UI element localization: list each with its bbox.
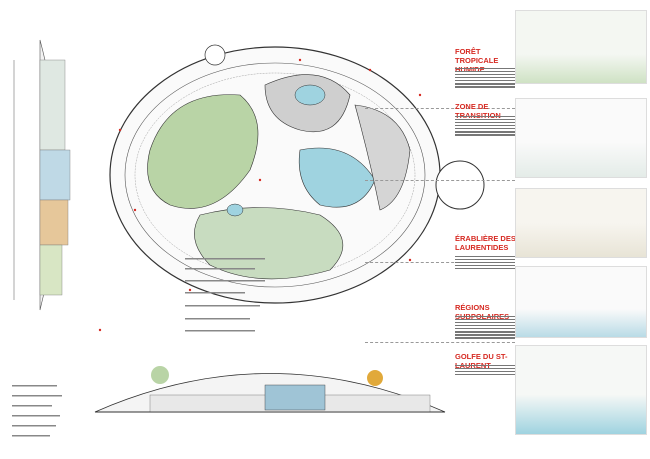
divider <box>365 108 515 109</box>
perspective-transition <box>515 98 647 178</box>
divider <box>365 262 515 263</box>
zone-title-transition: Zone de transition <box>455 102 501 120</box>
zone-description <box>455 114 515 137</box>
perspective-erabliere <box>515 188 647 258</box>
notes-text <box>12 258 265 437</box>
zone-description <box>455 363 515 377</box>
zone-description <box>455 254 515 271</box>
zone-title-tropical: Forêt tropicale humide <box>455 47 499 74</box>
zone-description <box>455 66 515 89</box>
site-plan <box>109 44 485 304</box>
perspective-tropical <box>515 10 647 84</box>
perspective-subpolaires <box>515 266 647 338</box>
perspective-golfe <box>515 345 647 435</box>
annotation-markers <box>98 58 422 332</box>
left-section-drawing <box>13 39 71 311</box>
zone-title-erabliere: Érablière des Laurentides <box>455 234 516 252</box>
divider <box>365 342 515 343</box>
divider <box>365 180 515 181</box>
longitudinal-section <box>94 366 446 413</box>
zone-description <box>455 314 515 340</box>
